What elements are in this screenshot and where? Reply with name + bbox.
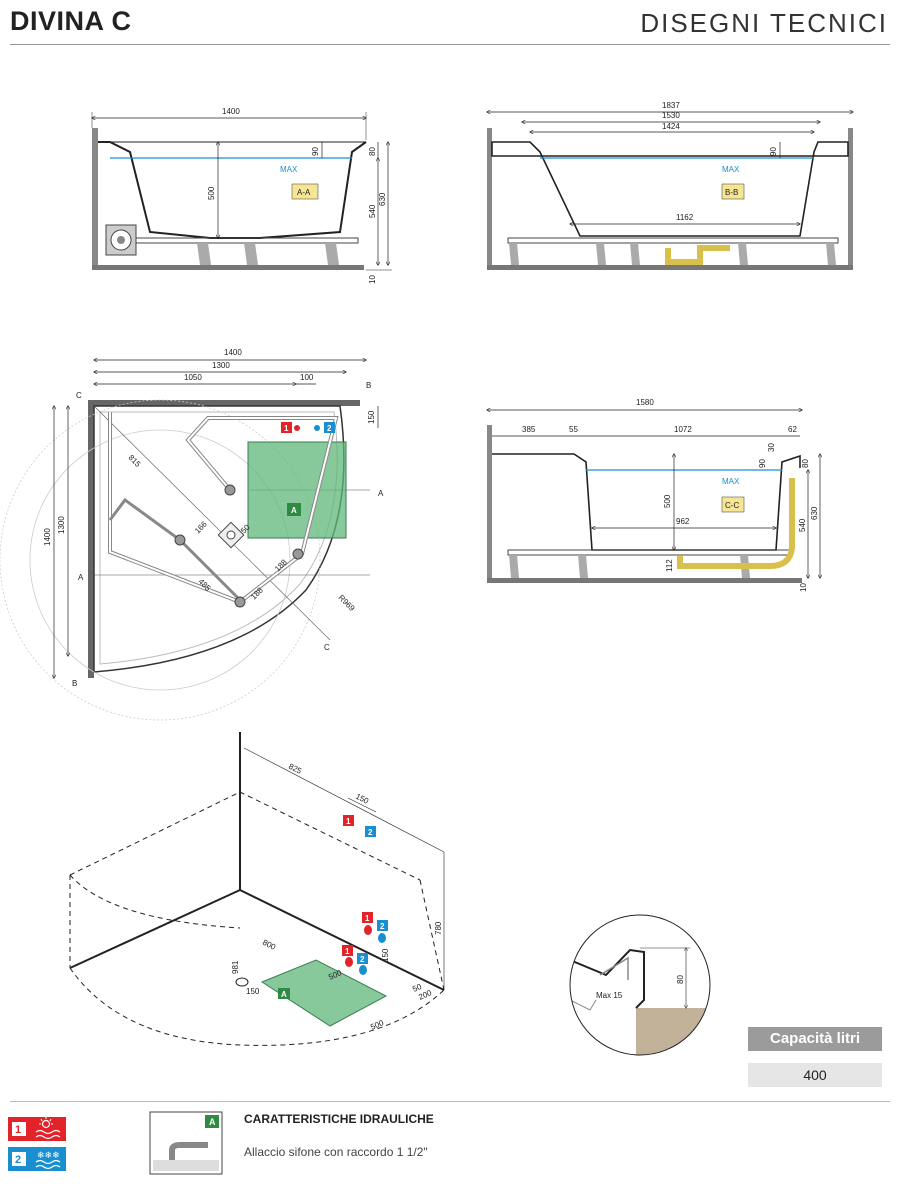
section-bb-view: 1837 1530 1424 1162 90 MAX B-B: [487, 101, 853, 270]
cc-bottom: 962: [676, 517, 690, 526]
plan-marker-b-bottom: B: [72, 679, 77, 688]
cc-left: 385: [522, 425, 536, 434]
page-title: DIVINA C: [10, 6, 132, 36]
plan-offset-x: 1050: [184, 373, 202, 382]
plan-marker-c-top: C: [76, 391, 82, 400]
plan-inlet-gap: 100: [300, 373, 314, 382]
capacity-label: Capacità litri: [748, 1027, 882, 1051]
plan-drain-label: A: [291, 506, 297, 515]
cc-rim-top: 30: [767, 443, 776, 452]
bb-outer: 1530: [662, 111, 680, 120]
plan-total-x: 1400: [224, 348, 242, 357]
aa-feet: 10: [368, 275, 377, 284]
plan-marker-b-top: B: [366, 381, 371, 390]
aa-inner-height: 540: [368, 204, 377, 218]
plan-view: A 1 2 1400 1300 1050 100 150 1400 1300 8…: [0, 348, 384, 721]
svg-text:2: 2: [360, 955, 365, 964]
hydraulics-description: Allaccio sifone con raccordo 1 1/2": [244, 1145, 428, 1159]
aa-total-height: 630: [378, 192, 387, 206]
cc-drain: 112: [665, 559, 674, 572]
aa-section-label: A-A: [297, 188, 311, 197]
bb-max-label: MAX: [722, 165, 740, 174]
iso-d150c: 150: [381, 948, 390, 962]
iso-d500b: 500: [369, 1018, 385, 1032]
cc-section-label: C-C: [725, 501, 739, 510]
plan-marker-a-left: A: [78, 573, 84, 582]
legend-cold-number: 2: [15, 1154, 21, 1166]
plan-d188a: 188: [273, 557, 289, 573]
cc-top: 80: [801, 459, 810, 468]
cc-total: 1580: [636, 398, 654, 407]
aa-depth: 500: [207, 186, 216, 200]
svg-text:1: 1: [284, 424, 289, 433]
svg-text:2: 2: [368, 828, 373, 837]
cc-rim: 90: [758, 459, 767, 468]
iso-d150a: 150: [354, 792, 370, 806]
snowflake-cold-water-icon: ❄❄❄: [35, 1150, 61, 1170]
plan-marker-c-bottom: C: [324, 643, 330, 652]
cc-inner-height: 540: [798, 518, 807, 532]
svg-text:1: 1: [345, 947, 350, 956]
aa-rim: 90: [311, 147, 320, 156]
plan-total-y: 1400: [43, 528, 52, 546]
bb-bottom: 1162: [676, 213, 694, 222]
cc-gap: 55: [569, 425, 578, 434]
svg-text:❄❄❄: ❄❄❄: [37, 1150, 60, 1160]
plan-diag: 815: [127, 453, 143, 469]
iso-d150b: 150: [246, 987, 260, 996]
cc-feet: 10: [799, 583, 808, 592]
plan-marker-a-right: A: [378, 489, 384, 498]
svg-text:1: 1: [346, 817, 351, 826]
section-aa-view: 1400 500 90 MAX A-A 80 540 630 10: [92, 107, 392, 284]
plan-d166: 166: [193, 519, 209, 535]
iso-d50: 50: [411, 982, 423, 994]
bb-inner: 1424: [662, 122, 680, 131]
hydraulics-title: CARATTERISTICHE IDRAULICHE: [244, 1112, 434, 1126]
svg-text:2: 2: [380, 922, 385, 931]
isometric-view: A 1 2 1 2 1 2 825 150 780 800 981 150 50…: [69, 732, 445, 1046]
section-cc-view: 1580 385 55 1072 62 30 90 80 500 962 MAX…: [487, 398, 820, 592]
cold-water-legend: 2 ❄❄❄: [8, 1147, 66, 1171]
bb-total: 1837: [662, 101, 680, 110]
cc-total-height: 630: [810, 506, 819, 520]
legend-hot-number: 1: [15, 1124, 21, 1136]
iso-d800: 800: [261, 938, 277, 952]
detail-circle: 80 Max 15: [569, 914, 711, 1056]
iso-d981: 981: [231, 960, 240, 974]
bb-section-label: B-B: [725, 188, 738, 197]
aa-width: 1400: [222, 107, 240, 116]
page-subtitle: DISEGNI TECNICI: [640, 8, 888, 38]
aa-top: 80: [368, 147, 377, 156]
plan-inner-x: 1300: [212, 361, 230, 370]
capacity-value: 400: [748, 1063, 882, 1087]
bb-rim: 90: [769, 147, 778, 156]
drain-box-icon: A: [149, 1111, 223, 1175]
detail-height: 80: [676, 975, 685, 984]
detail-max: Max 15: [596, 991, 623, 1000]
drain-box-label: A: [209, 1117, 216, 1127]
iso-d780: 780: [434, 921, 443, 935]
plan-d188b: 188: [249, 585, 265, 601]
legend: 1 2 ❄❄❄ A: [8, 1111, 223, 1175]
plan-radius: R969: [337, 593, 357, 613]
sun-hot-water-icon: [35, 1117, 61, 1140]
header-divider: [10, 44, 890, 45]
footer-divider: [10, 1101, 890, 1102]
cc-right: 62: [788, 425, 797, 434]
iso-d825: 825: [287, 762, 303, 776]
svg-text:1: 1: [365, 914, 370, 923]
svg-text:2: 2: [327, 424, 332, 433]
plan-inner-y: 1300: [57, 516, 66, 534]
cc-depth: 500: [663, 494, 672, 508]
cc-inner: 1072: [674, 425, 692, 434]
cc-max-label: MAX: [722, 477, 740, 486]
hot-water-legend: 1: [8, 1117, 66, 1141]
plan-inlet-y: 150: [367, 410, 376, 424]
iso-drain-label: A: [281, 990, 287, 999]
aa-max-label: MAX: [280, 165, 298, 174]
